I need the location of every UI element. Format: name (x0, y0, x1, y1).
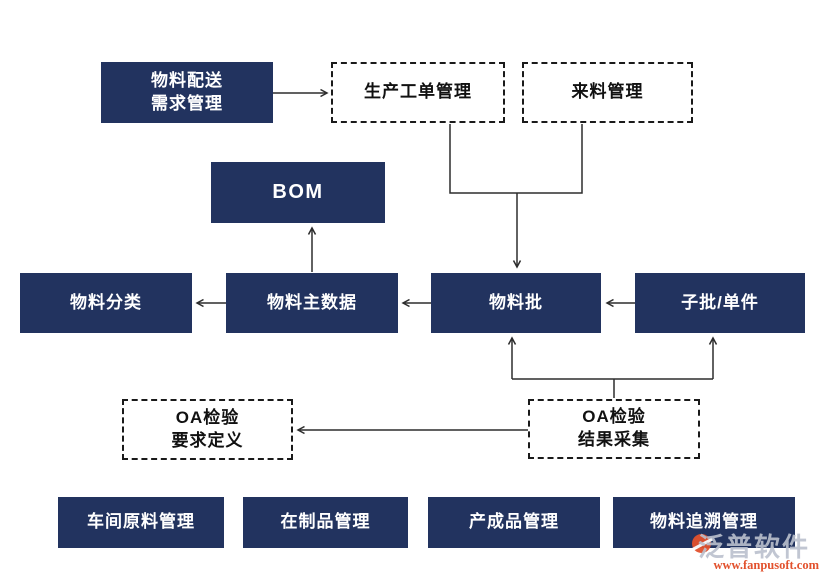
watermark: 泛普软件 www.fanpusoft.com (687, 529, 819, 572)
edge-orders-to-material-batch (449, 124, 583, 269)
node-finished-goods: 产成品管理 (428, 497, 600, 548)
watermark-url: www.fanpusoft.com (713, 558, 819, 572)
watermark-swoosh-icon (692, 534, 711, 553)
node-material-master: 物料主数据 (226, 273, 398, 333)
node-distribution-demand: 物料配送 需求管理 (101, 62, 273, 123)
node-workshop-raw: 车间原料管理 (58, 497, 224, 548)
watermark-logo-text: 泛普软件 (698, 532, 811, 562)
watermark-logo: 泛普软件 (687, 529, 819, 562)
node-wip: 在制品管理 (243, 497, 408, 548)
node-production-order: 生产工单管理 (331, 62, 505, 123)
node-qa-collection: OA检验 结果采集 (528, 399, 700, 459)
node-material-batch: 物料批 (431, 273, 601, 333)
node-sub-batch: 子批/单件 (635, 273, 805, 333)
edge-qa-collection-to-batches (507, 336, 718, 398)
node-incoming-material: 来料管理 (522, 62, 693, 123)
node-bom: BOM (211, 162, 385, 223)
node-qa-requirement: OA检验 要求定义 (122, 399, 293, 460)
node-material-category: 物料分类 (20, 273, 192, 333)
